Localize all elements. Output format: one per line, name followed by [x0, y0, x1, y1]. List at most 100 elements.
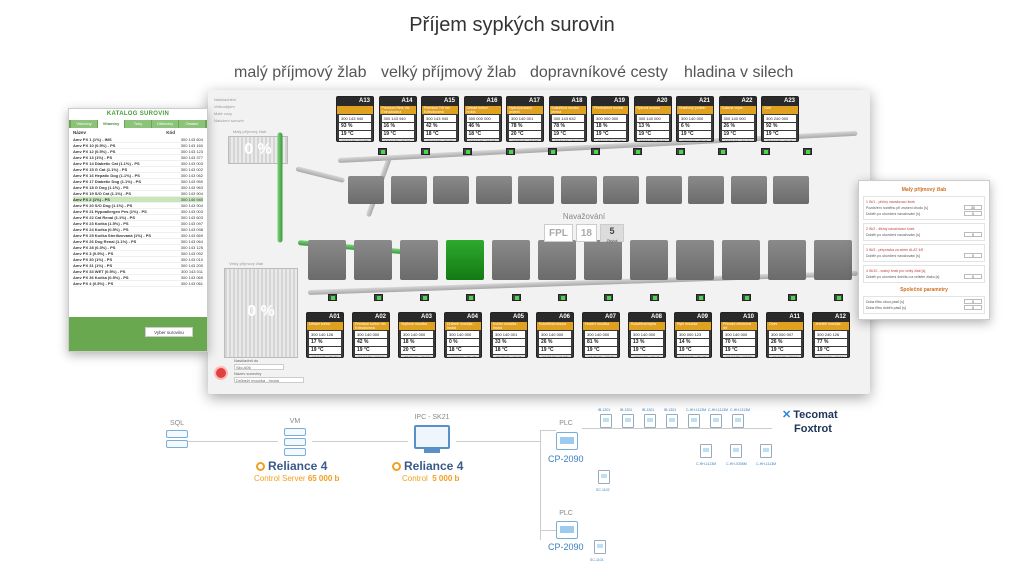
motor-icon[interactable] [604, 294, 613, 301]
silo-date: 17.04.26 · 09:41 [551, 139, 584, 141]
motor-icon[interactable] [803, 148, 812, 155]
motor-icon[interactable] [374, 294, 383, 301]
silo-code-row: 300 000 123 [677, 331, 709, 338]
motor-icon[interactable] [696, 294, 705, 301]
catalog-tab-active[interactable]: Vitamíny [98, 120, 124, 128]
motor-icon[interactable] [633, 148, 642, 155]
material-name-field[interactable]: Drůbeží moučka - hrubá [234, 377, 304, 383]
settings-group: 4 IN/10 - vratný šnek pro velký žlab [s]… [863, 265, 985, 283]
silo-code-row: 300 140 000 [585, 331, 617, 338]
catalog-tab[interactable]: Ostatní [179, 120, 205, 128]
large-hopper[interactable]: Velký příjmový žlab 0 % [224, 261, 298, 358]
silo-code-row: 300 240 126 [815, 331, 847, 338]
stock-in-silo-field[interactable]: Silo A06 [234, 364, 284, 370]
motor-icon[interactable] [760, 148, 770, 155]
settings-row-value[interactable]: 5 [964, 274, 982, 279]
settings-row-value[interactable]: 5 [964, 253, 982, 258]
settings-row-value[interactable]: 5 [964, 299, 982, 304]
motor-icon[interactable] [463, 148, 472, 155]
catalog-tab[interactable]: Všechny [71, 120, 97, 128]
io-module-icon [760, 444, 772, 458]
motor-icon[interactable] [505, 148, 515, 155]
motor-icon[interactable] [718, 148, 727, 155]
motor-icon[interactable] [512, 294, 521, 301]
motor-icon[interactable] [466, 294, 475, 301]
top-control-item[interactable]: Velkoobjem [214, 104, 235, 109]
motor-icon[interactable] [650, 294, 659, 301]
silo-level-row: 13 % [631, 339, 663, 346]
settings-row-value[interactable]: 30 [964, 205, 982, 210]
settings-row-value[interactable]: 5 [964, 305, 982, 310]
motor-icon[interactable] [420, 294, 429, 301]
settings-row-value[interactable]: 5 [964, 211, 982, 216]
motor-icon[interactable] [788, 294, 797, 301]
motor-icon[interactable] [590, 148, 600, 155]
stop-button[interactable] [214, 366, 228, 380]
motor-icon[interactable] [420, 148, 430, 155]
top-control-item[interactable]: Naložení surovin [214, 118, 244, 123]
catalog-tab[interactable]: Obiloviny [152, 120, 178, 128]
heading-small-hopper: malý příjmový žlab [234, 64, 367, 81]
catalog-tab[interactable]: Tuky [125, 120, 151, 128]
motor-icon[interactable] [834, 294, 843, 301]
motor-icon[interactable] [675, 148, 685, 155]
top-control-item[interactable]: Naskladnění [214, 97, 237, 102]
motor-icon[interactable] [328, 294, 337, 301]
top-control-item[interactable]: Malé vozy [214, 111, 233, 116]
motor-icon[interactable] [742, 294, 751, 301]
motor-icon[interactable] [558, 294, 567, 301]
motor-icon[interactable] [378, 148, 387, 155]
settings-row-value[interactable]: 5 [964, 232, 982, 237]
motor-icon[interactable] [548, 148, 557, 155]
select-material-button[interactable]: Vyber surovinu [145, 327, 193, 337]
